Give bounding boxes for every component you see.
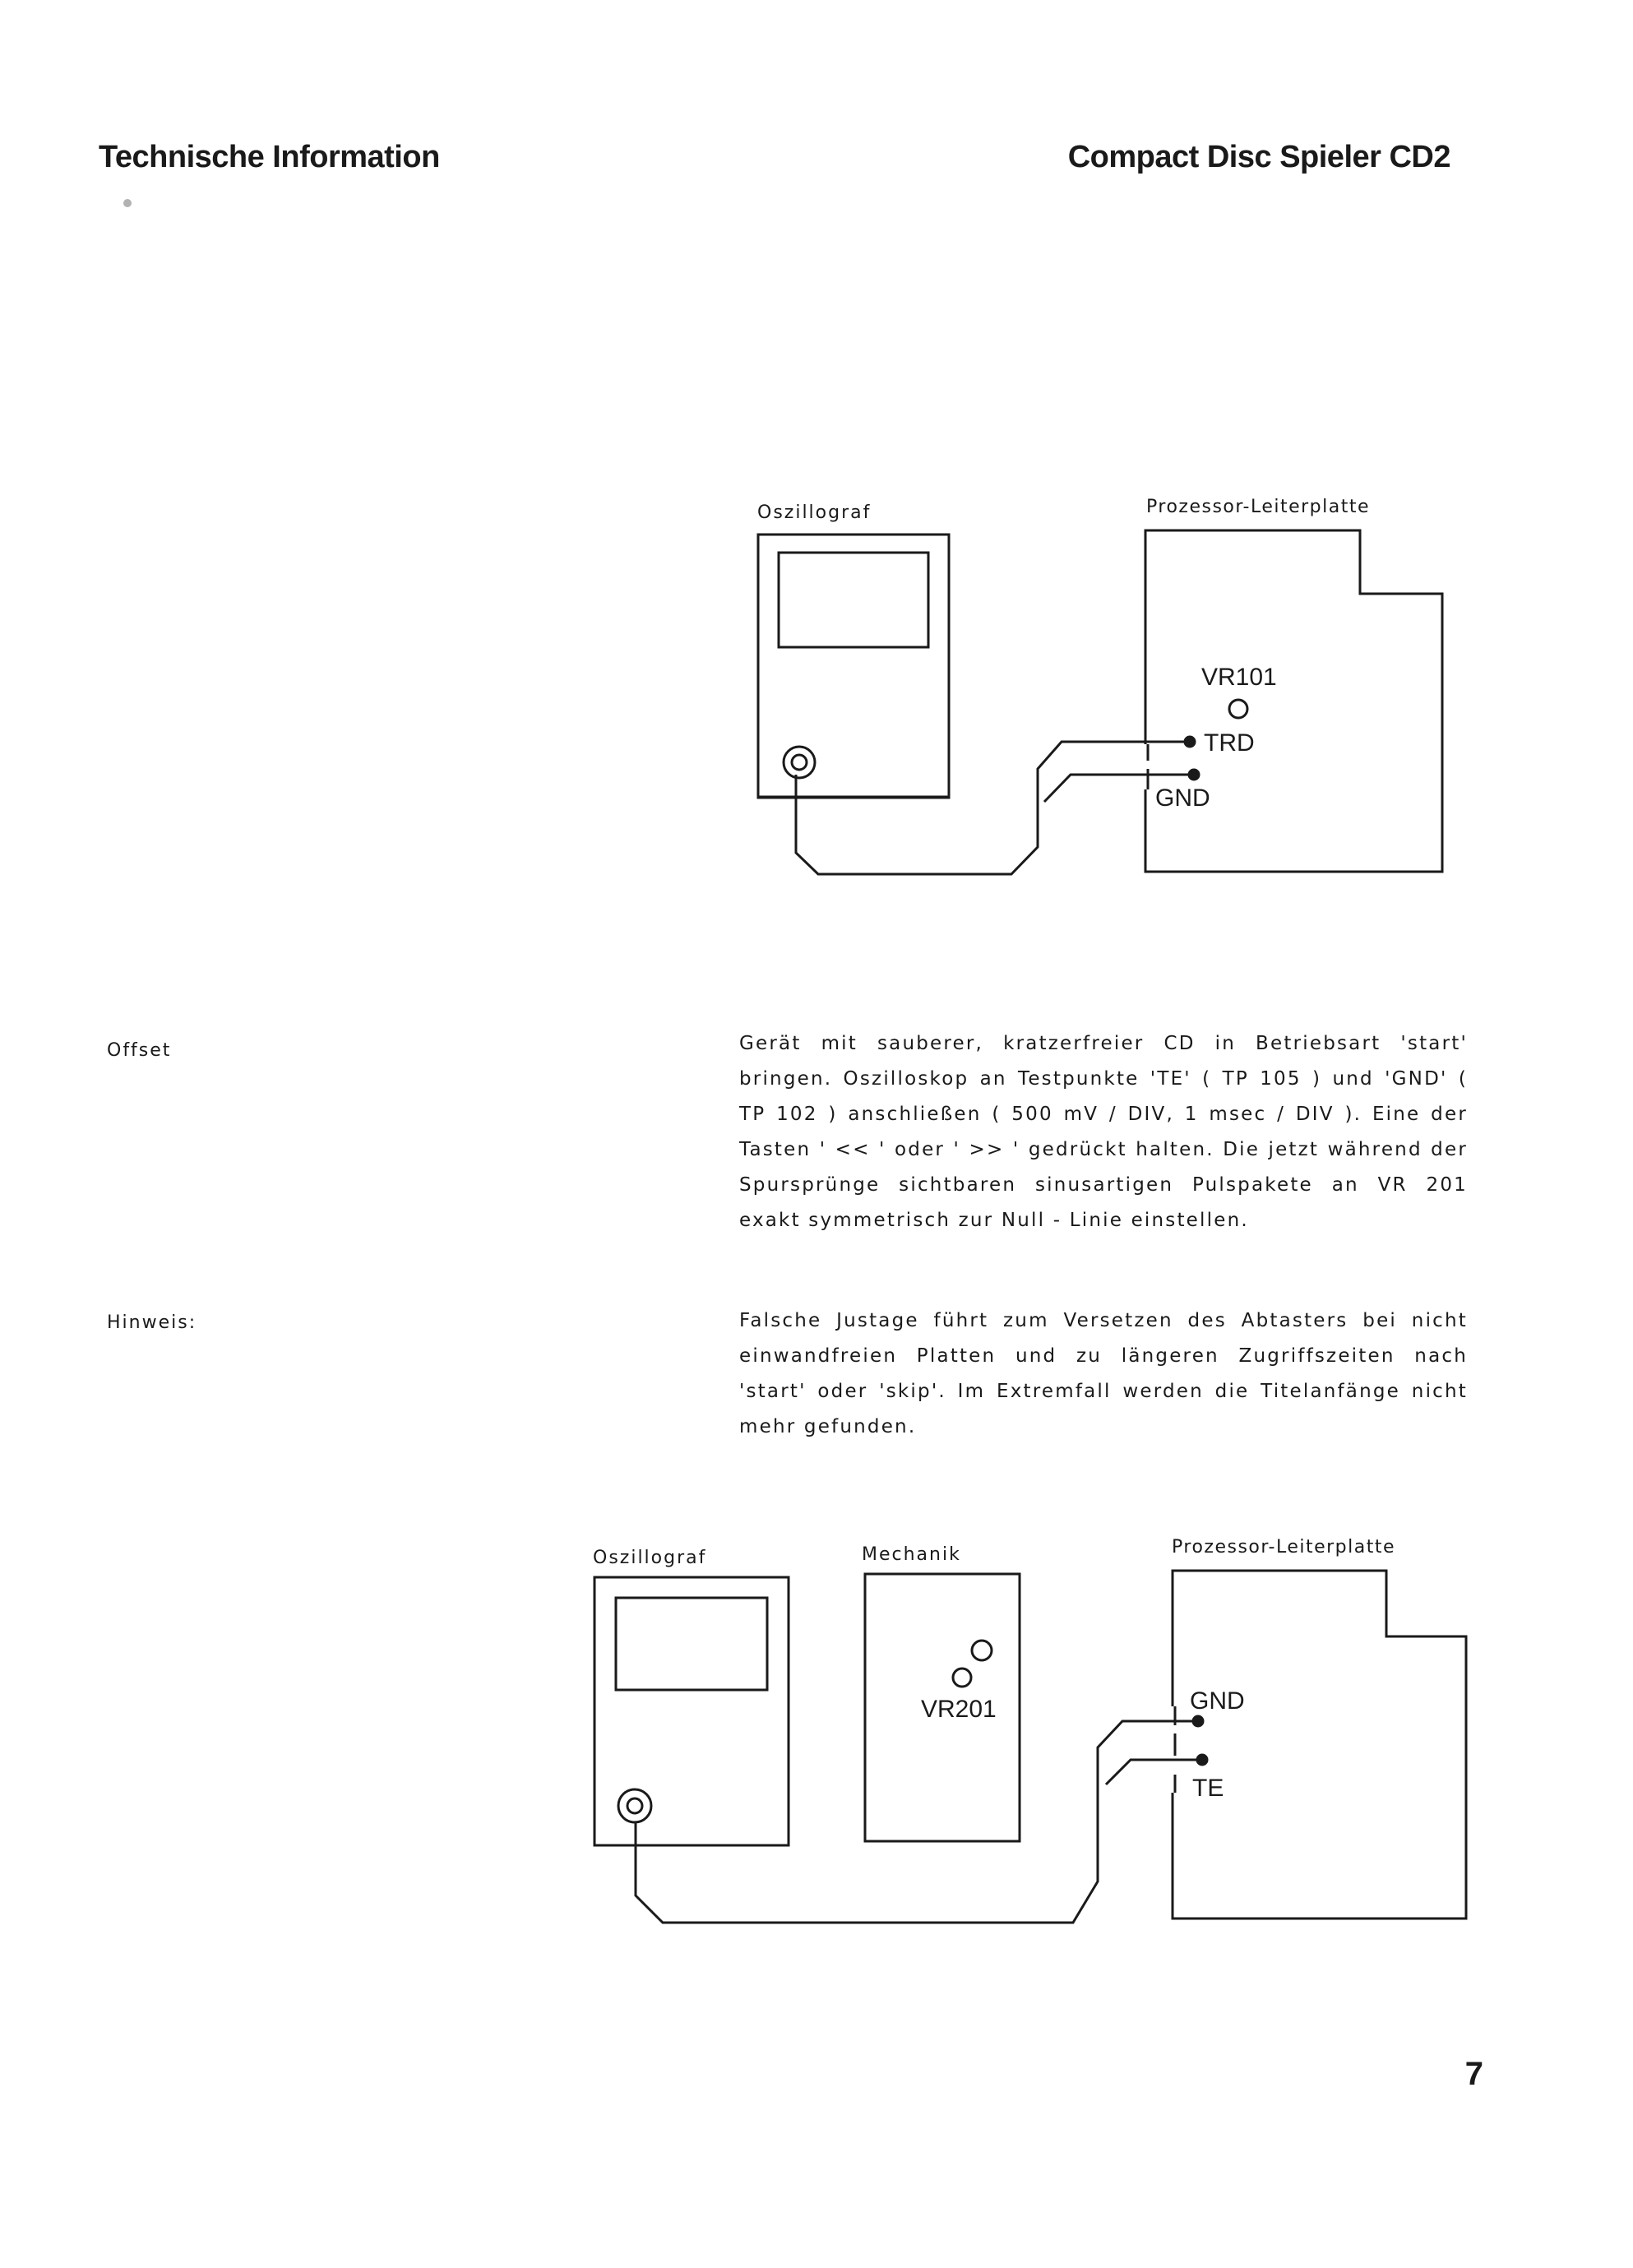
scan-speck bbox=[123, 199, 132, 207]
cable-2-signal bbox=[1104, 1758, 1200, 1786]
vr201-label: VR201 bbox=[921, 1696, 997, 1723]
oscillograph-2 bbox=[593, 1576, 790, 1847]
cable-1-signal bbox=[794, 740, 1188, 876]
te-label: TE bbox=[1192, 1775, 1224, 1802]
processor-board-2 bbox=[1171, 1569, 1468, 1920]
section-text-hinweis: Falsche Justage führt zum Versetzen des … bbox=[739, 1310, 1468, 1437]
processor-board-label-2: Prozessor-Leiterplatte bbox=[1172, 1537, 1395, 1558]
tp-gnd-dot-2 bbox=[1191, 1715, 1205, 1728]
cable-1-ground bbox=[1043, 773, 1192, 803]
section-text-offset: Gerät mit sauberer, kratzerfreier CD in … bbox=[739, 1033, 1468, 1231]
trd-label: TRD bbox=[1204, 729, 1255, 757]
cable-2-ground bbox=[634, 1720, 1196, 1924]
tp-gnd-dot-1 bbox=[1187, 768, 1200, 781]
mechanics-box bbox=[863, 1572, 1021, 1843]
tp-te-dot bbox=[1196, 1753, 1209, 1766]
gnd-label-1: GND bbox=[1155, 785, 1210, 812]
oscillograph-1 bbox=[756, 533, 951, 799]
oscillograph-label-2: Oszillograf bbox=[593, 1548, 706, 1568]
header-title-right: Compact Disc Spieler CD2 bbox=[1067, 140, 1451, 174]
header-title-left: Technische Information bbox=[99, 140, 440, 174]
page-number: 7 bbox=[1464, 2056, 1483, 2092]
vr101-trimmer bbox=[1228, 698, 1249, 720]
gnd-label-2: GND bbox=[1190, 1687, 1245, 1715]
vr201-trimmer bbox=[951, 1667, 973, 1688]
processor-board-label-1: Prozessor-Leiterplatte bbox=[1146, 497, 1370, 517]
processor-board-1 bbox=[1144, 529, 1444, 873]
mechanics-label: Mechanik bbox=[862, 1544, 961, 1565]
tp-trd-dot bbox=[1183, 735, 1196, 748]
oscillograph-label-1: Oszillograf bbox=[757, 502, 871, 523]
vr101-label: VR101 bbox=[1201, 664, 1277, 691]
section-label-hinweis: Hinweis: bbox=[107, 1312, 197, 1333]
section-label-offset: Offset bbox=[107, 1040, 172, 1061]
mechanics-circle-top bbox=[970, 1639, 993, 1662]
